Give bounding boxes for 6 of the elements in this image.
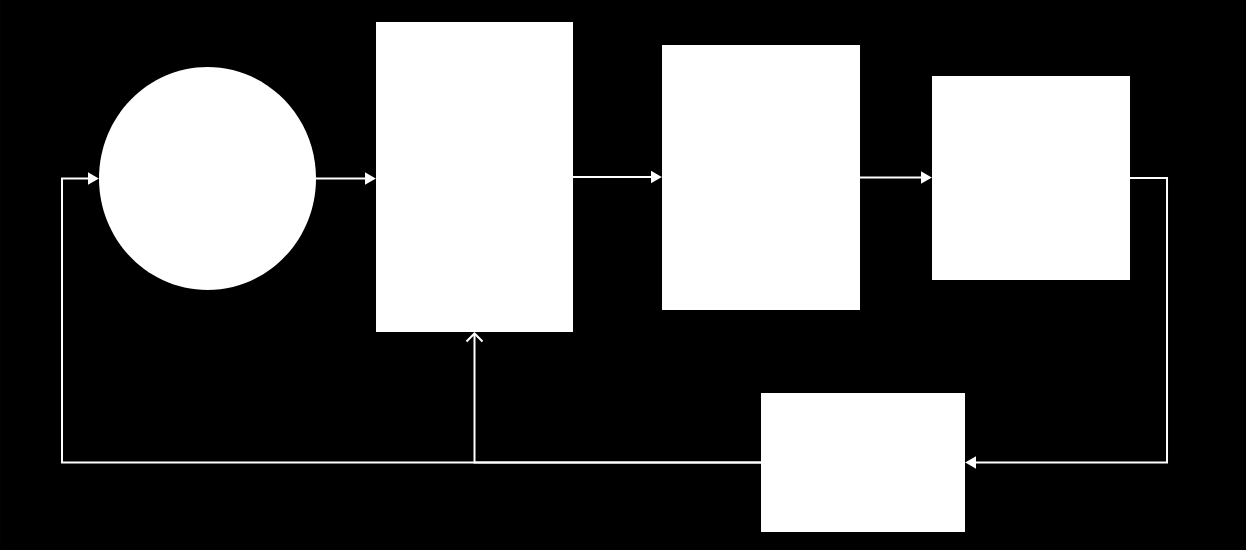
circle-node — [99, 67, 316, 290]
block — [376, 22, 573, 332]
block — [932, 76, 1130, 280]
arrow — [465, 332, 762, 464]
block — [761, 393, 965, 532]
block — [662, 45, 860, 310]
